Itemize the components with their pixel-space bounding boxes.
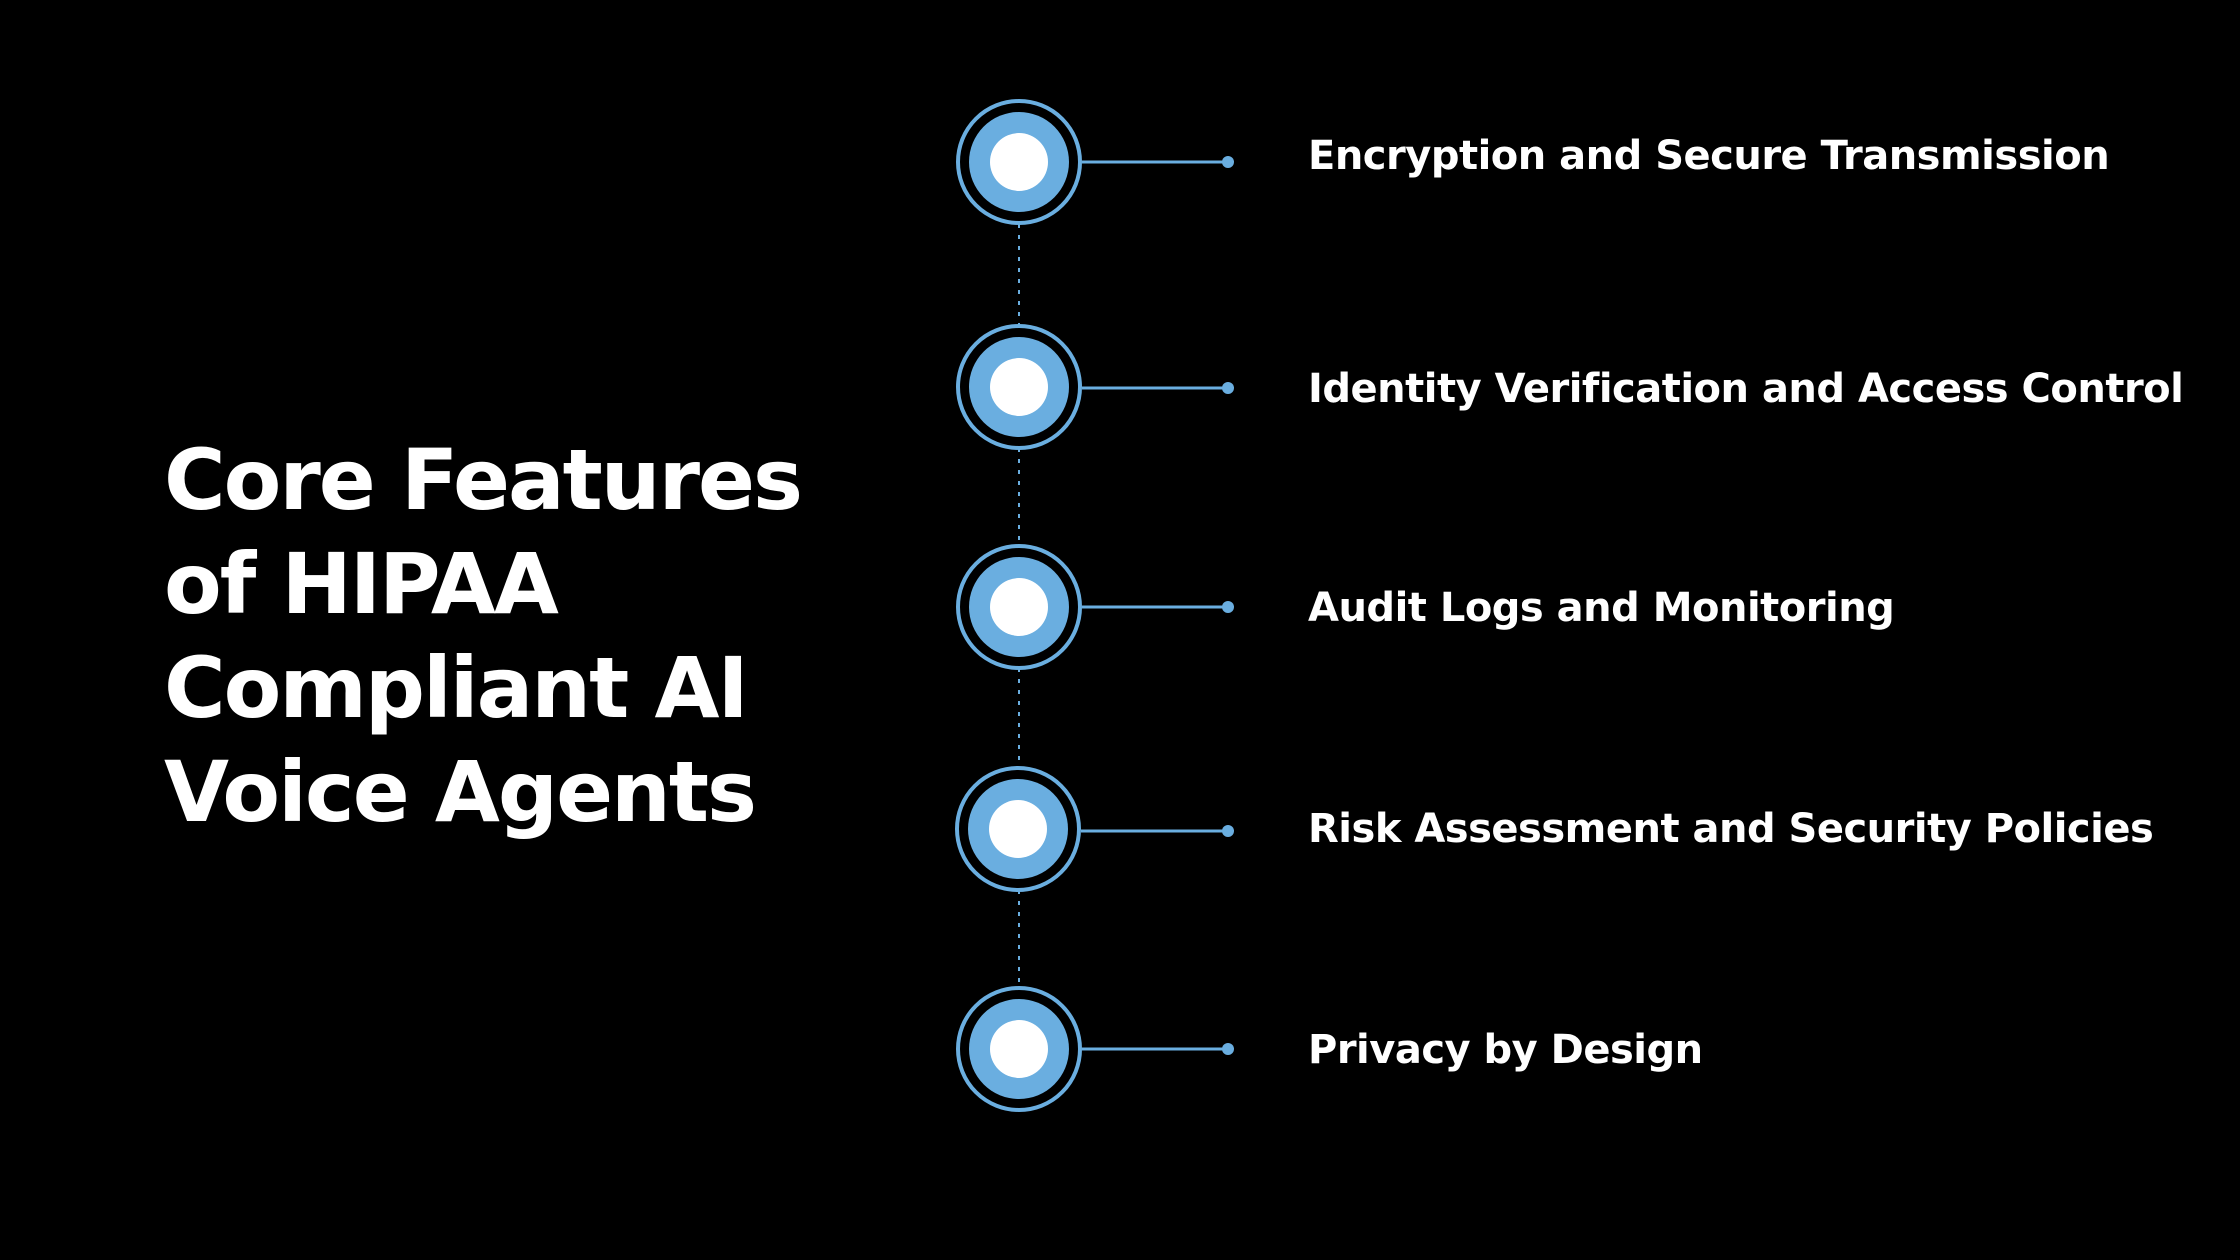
title-line-4: Voice Agents: [164, 743, 757, 841]
timeline-node-icon: [956, 986, 1082, 1112]
node-pointer: [1082, 1043, 1234, 1055]
page-title: Core Features of HIPAA Compliant AI Voic…: [164, 428, 803, 844]
title-line-3: Compliant AI: [164, 639, 749, 737]
feature-label-privacy-by-design: Privacy by Design: [1308, 1027, 1703, 1073]
title-line-2: of HIPAA: [164, 535, 559, 633]
feature-label-audit-logs: Audit Logs and Monitoring: [1308, 585, 1895, 631]
feature-label-risk-assessment: Risk Assessment and Security Policies: [1308, 806, 2154, 852]
title-line-1: Core Features: [164, 431, 803, 529]
feature-label-encryption: Encryption and Secure Transmission: [1308, 133, 2110, 179]
node-pointer: [1081, 825, 1234, 837]
timeline-node-icon: [956, 324, 1082, 450]
node-pointer: [1082, 156, 1234, 168]
timeline-node-icon: [956, 544, 1082, 670]
feature-label-identity-verification: Identity Verification and Access Control: [1308, 366, 2184, 412]
timeline-node-icon: [955, 766, 1081, 892]
node-pointer: [1082, 382, 1234, 394]
timeline-node-icon: [956, 99, 1082, 225]
node-pointer: [1082, 601, 1234, 613]
